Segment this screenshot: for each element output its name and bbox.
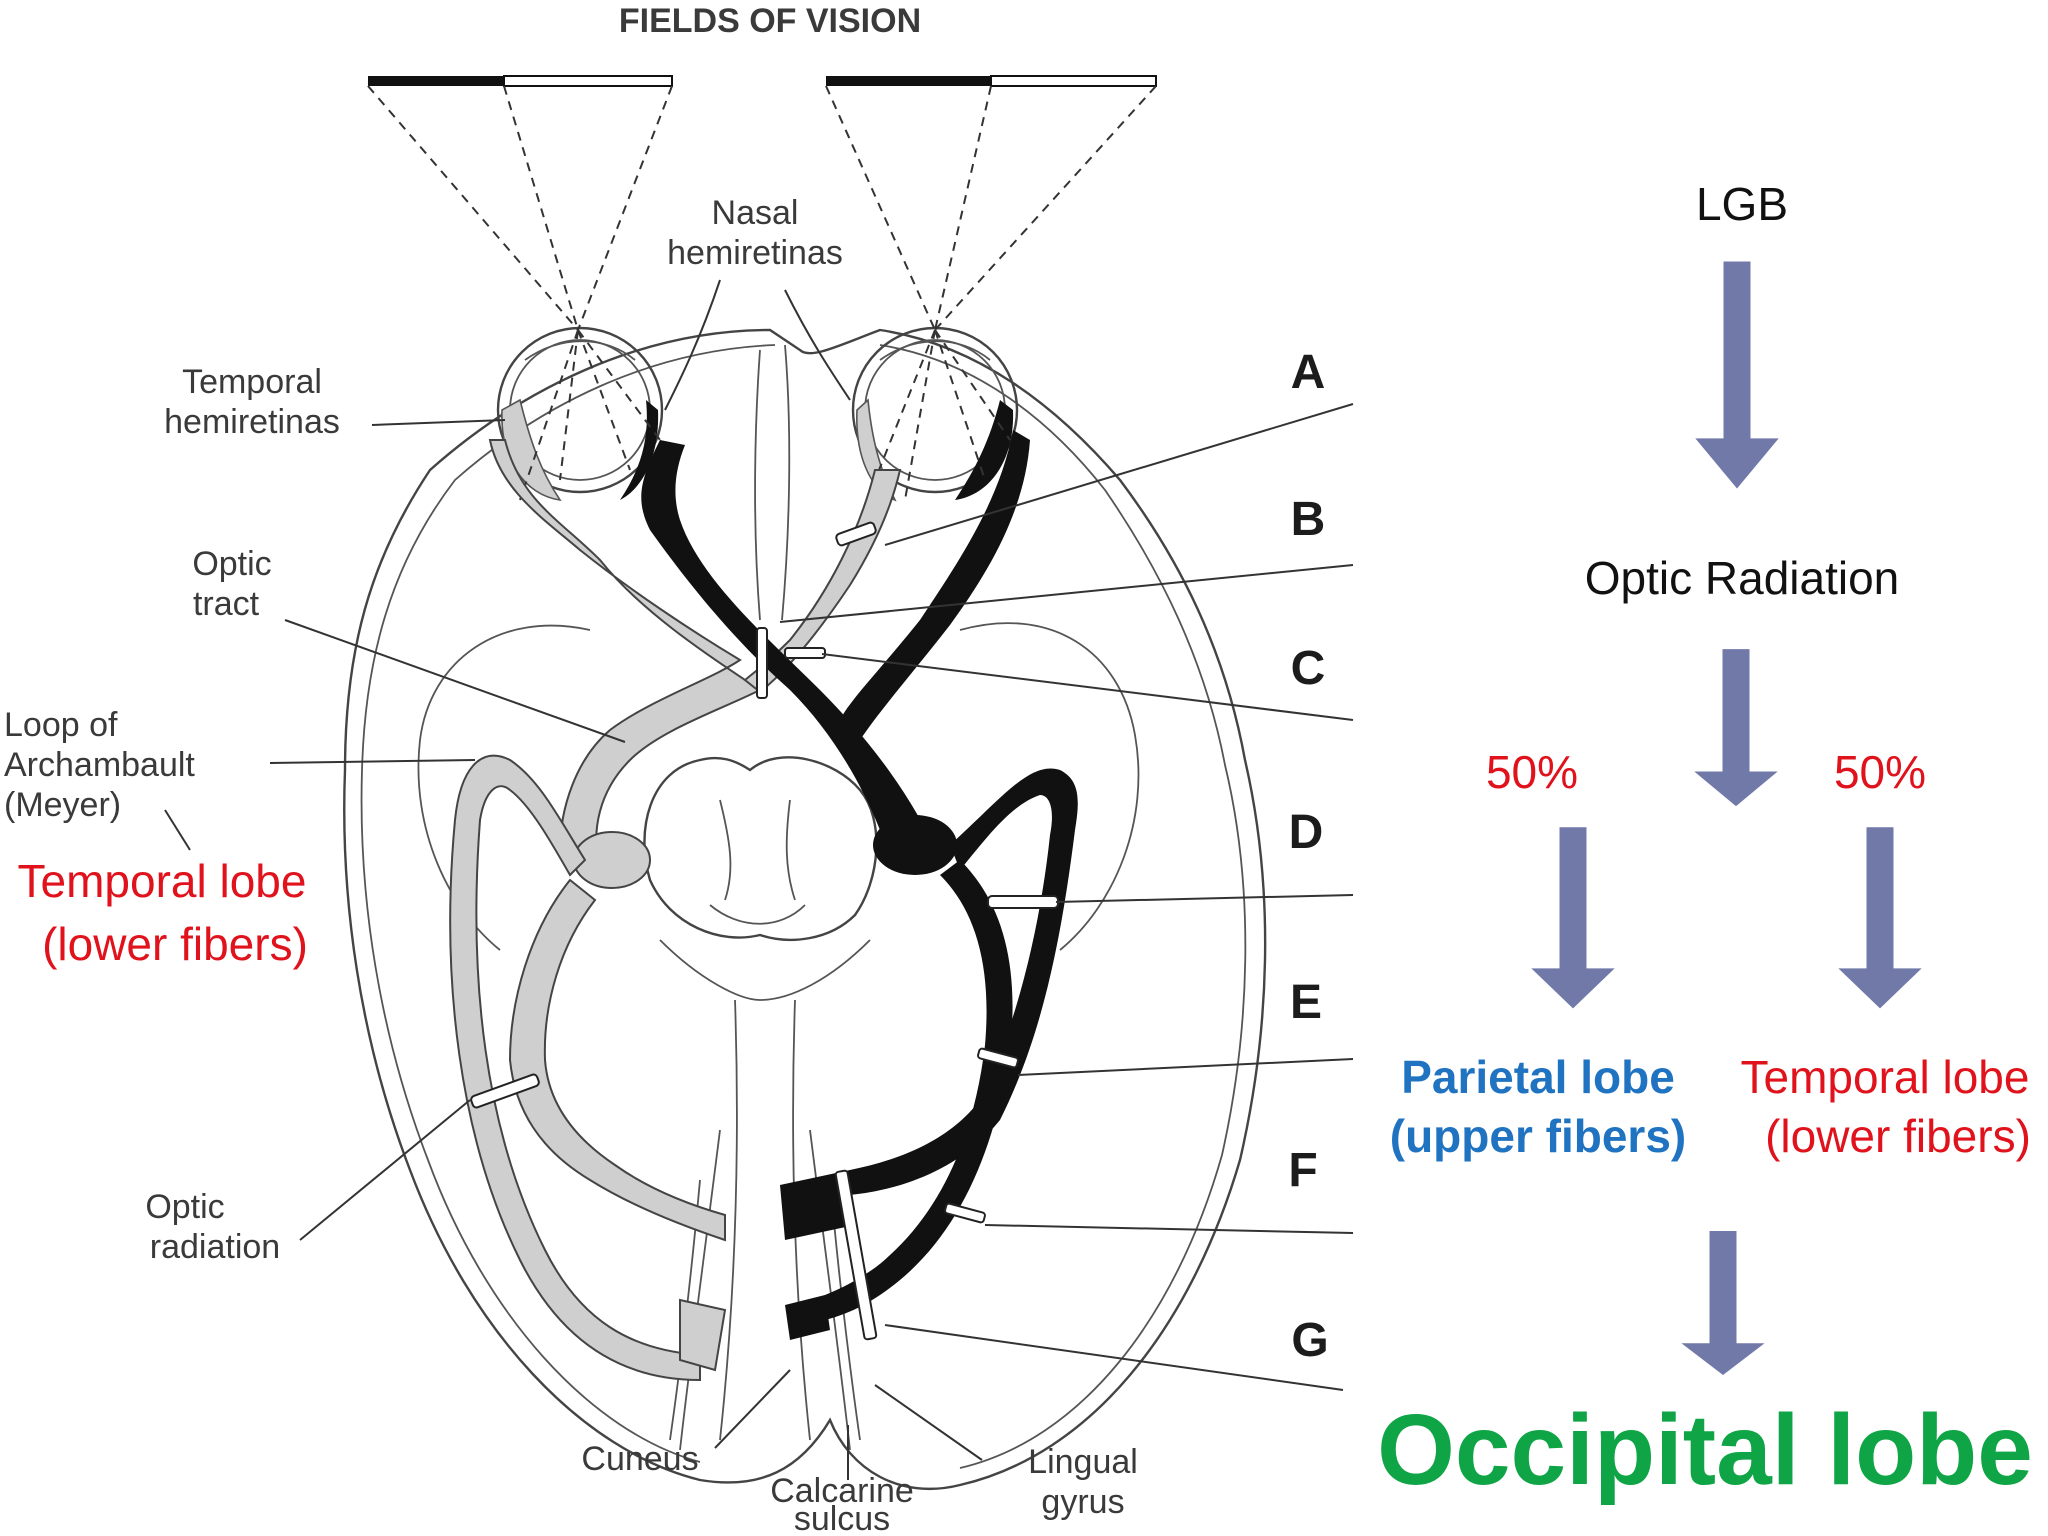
lesion-letter-f: F [1288, 1144, 1317, 1197]
temporal-hemiretinas-label-2: hemiretinas [164, 403, 340, 441]
lesion-letter-d: D [1289, 806, 1324, 859]
fields-of-vision-title: FIELDS OF VISION [619, 2, 921, 40]
lesion-leader-lines [779, 403, 1354, 1391]
loop-of-archambault-label: Loop of [4, 706, 118, 744]
right-optic-radiation-upper [850, 768, 1078, 1195]
nasal-hemiretinas-label-2: hemiretinas [667, 234, 843, 272]
lesion-letter-g: G [1291, 1314, 1328, 1367]
longitudinal-fissure [754, 344, 791, 621]
right-optic-radiation-lower [825, 860, 1013, 1320]
midbrain-inner [709, 799, 806, 925]
flow-arrow-to-temporal [1833, 824, 1927, 1012]
midbrain-outline [643, 756, 878, 941]
nasal-hemiretinas-label: Nasal [712, 194, 799, 232]
flow-percent-right: 50% [1834, 746, 1926, 798]
calcarine-sulcus-label-2: sulcus [794, 1500, 890, 1536]
black-fibers-left-nasal [641, 440, 940, 864]
temporal-hemiretinas-label: Temporal [182, 363, 322, 401]
lesion-letter-b: B [1291, 493, 1326, 546]
flow-arrow-to-parietal [1526, 824, 1620, 1012]
flow-parietal-lobe-2: (upper fibers) [1390, 1110, 1686, 1162]
label-leader-lines [164, 279, 983, 1480]
optic-radiation-label-2: radiation [150, 1228, 280, 1266]
brain-diagram: FIELDS OF VISION Nasal hemiretinas Tempo… [4, 2, 1354, 1536]
loop-of-archambault-label-3: (Meyer) [4, 786, 121, 824]
lingual-gyrus-label-2: gyrus [1041, 1483, 1124, 1521]
right-visual-field [825, 75, 1157, 501]
left-fibers-to-calcarine [679, 1298, 727, 1372]
flow-percent-left: 50% [1486, 746, 1578, 798]
flow-arrow-to-occipital [1676, 1228, 1770, 1379]
flow-occipital-lobe: Occipital lobe [1377, 1394, 2033, 1506]
flow-lgb: LGB [1696, 178, 1788, 230]
lingual-gyrus-label: Lingual [1028, 1443, 1138, 1481]
lesion-letter-e: E [1290, 976, 1322, 1029]
flow-temporal-lobe-2: (lower fibers) [1765, 1110, 2031, 1162]
cuneus-label: Cuneus [581, 1440, 698, 1478]
left-eye [496, 326, 664, 502]
right-lgn [873, 815, 957, 875]
left-optic-radiation-meyers-loop [449, 754, 701, 1382]
black-fibers-right-temporal [840, 430, 1030, 740]
flow-arrow-radiation-split [1689, 646, 1783, 810]
flow-parietal-lobe: Parietal lobe [1401, 1051, 1675, 1103]
lesion-letter-c: C [1291, 642, 1326, 695]
brain-outline [343, 328, 1267, 1490]
cerebral-peduncle-lines [659, 939, 871, 1001]
left-temporal-lobe-note-2: (lower fibers) [42, 918, 308, 970]
optic-tract-label: Optic [192, 545, 271, 583]
calcarine-sulcus-label: Calcarine [770, 1472, 914, 1510]
optic-tract-label-2: tract [193, 585, 260, 623]
flow-arrow-lgb-to-radiation [1690, 258, 1784, 493]
lesion-markers [470, 521, 1059, 1341]
left-visual-field [367, 75, 673, 501]
left-temporal-lobe-note: Temporal lobe [18, 855, 307, 907]
left-optic-radiation-upper [508, 878, 726, 1242]
brain-cortex-line [360, 344, 1247, 1469]
flow-temporal-lobe: Temporal lobe [1741, 1051, 2030, 1103]
flowchart: LGB Optic Radiation 50% 50% Parietal lob… [1377, 178, 2033, 1506]
right-fibers-to-calcarine [780, 1170, 855, 1340]
lesion-letter-a: A [1291, 346, 1326, 399]
optic-radiation-label: Optic [145, 1188, 224, 1226]
flow-optic-radiation: Optic Radiation [1585, 552, 1900, 604]
loop-of-archambault-label-2: Archambault [4, 746, 195, 784]
right-temporal-lobe-outline [959, 622, 1140, 951]
